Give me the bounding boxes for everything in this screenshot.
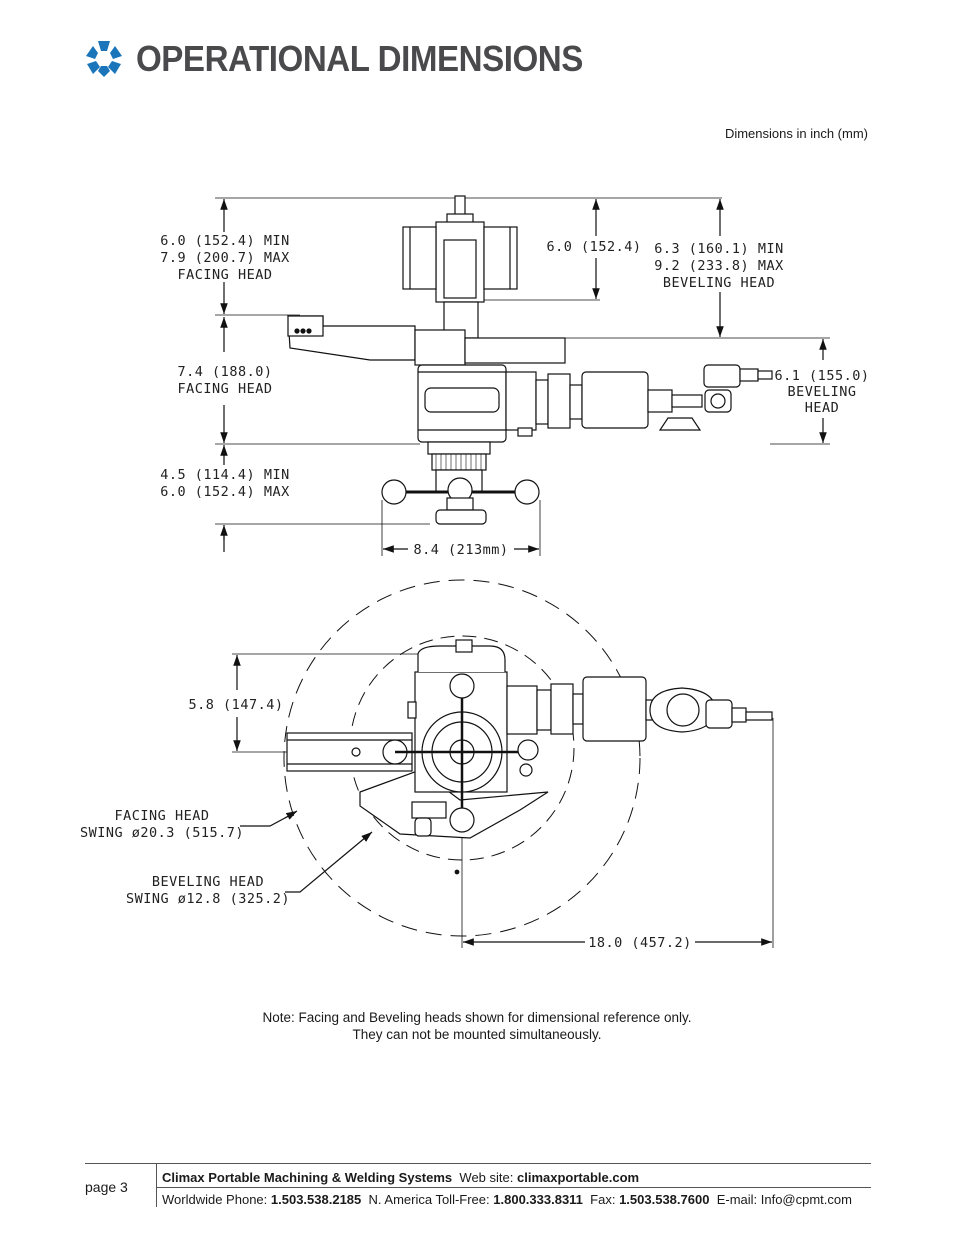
toll-free-phone: 1.800.333.8311 bbox=[493, 1192, 583, 1207]
beveling-head-body-label-1: BEVELING bbox=[787, 384, 856, 400]
beveling-head-height-max: 9.2 (233.8) MAX bbox=[654, 258, 783, 274]
footer-company-line: Climax Portable Machining & Welding Syst… bbox=[162, 1170, 639, 1185]
mount-range-min: 4.5 (114.4) MIN bbox=[160, 467, 289, 483]
website-link[interactable]: climaxportable.com bbox=[516, 1170, 640, 1185]
facing-head-body-dimension: 7.4 (188.0) bbox=[178, 364, 273, 380]
facing-head-height-label: FACING HEAD bbox=[178, 267, 273, 283]
footer-row-divider bbox=[156, 1187, 871, 1188]
side-view bbox=[215, 195, 830, 556]
fax-label: Fax: bbox=[590, 1192, 616, 1207]
reach-dimension: 18.0 (457.2) bbox=[588, 935, 692, 951]
facing-head-height-max: 7.9 (200.7) MAX bbox=[160, 250, 289, 266]
note-line-1: Note: Facing and Beveling heads shown fo… bbox=[262, 1010, 692, 1025]
beveling-head-height-min: 6.3 (160.1) MIN bbox=[654, 241, 783, 257]
footer-contact-line: Worldwide Phone: 1.503.538.2185 N. Ameri… bbox=[162, 1192, 852, 1207]
web-label: Web site: bbox=[459, 1170, 514, 1185]
depth-dimension: 5.8 (147.4) bbox=[189, 697, 284, 713]
facing-swing-label: FACING HEAD bbox=[115, 808, 210, 824]
company-name: Climax Portable Machining & Welding Syst… bbox=[162, 1170, 453, 1185]
worldwide-phone: 1.503.538.2185 bbox=[270, 1192, 362, 1207]
units-note: Dimensions in inch (mm) bbox=[724, 126, 868, 141]
facing-head-height-min: 6.0 (152.4) MIN bbox=[160, 233, 289, 249]
mounting-note: Note: Facing and Beveling heads shown fo… bbox=[0, 1009, 954, 1043]
footer-separator bbox=[156, 1163, 157, 1207]
top-offset-dimension: 6.0 (152.4) bbox=[547, 239, 642, 255]
facing-swing-dimension: SWING ø20.3 (515.7) bbox=[80, 825, 244, 841]
mount-range-max: 6.0 (152.4) MAX bbox=[160, 484, 289, 500]
top-view bbox=[232, 579, 774, 948]
footer-divider bbox=[85, 1163, 871, 1164]
toll-free-label: N. America Toll-Free: bbox=[368, 1192, 490, 1207]
facing-head-body-label: FACING HEAD bbox=[178, 381, 273, 397]
beveling-head-height-label: BEVELING HEAD bbox=[663, 275, 775, 291]
page-title: OPERATIONAL DIMENSIONS bbox=[136, 38, 583, 79]
fax-number: 1.503.538.7600 bbox=[619, 1192, 710, 1207]
page-number: page 3 bbox=[85, 1179, 128, 1195]
page-header: OPERATIONAL DIMENSIONS bbox=[84, 38, 622, 80]
beveling-head-body-label-2: HEAD bbox=[805, 400, 840, 416]
worldwide-phone-label: Worldwide Phone: bbox=[162, 1192, 268, 1207]
dimension-drawing: 6.0 (152.4) MIN 7.9 (200.7) MAX FACING H… bbox=[80, 195, 870, 951]
email-link[interactable]: E-mail: Info@cpmt.com bbox=[716, 1192, 852, 1207]
beveling-head-body-dimension: 6.1 (155.0) bbox=[775, 368, 870, 384]
beveling-swing-label: BEVELING HEAD bbox=[152, 874, 264, 890]
beveling-swing-dimension: SWING ø12.8 (325.2) bbox=[126, 891, 290, 907]
climax-logo-icon bbox=[86, 41, 122, 77]
handle-width-dimension: 8.4 (213mm) bbox=[414, 542, 509, 558]
note-line-2: They can not be mounted simultaneously. bbox=[352, 1027, 602, 1042]
page-footer: page 3 Climax Portable Machining & Weldi… bbox=[85, 1163, 871, 1207]
